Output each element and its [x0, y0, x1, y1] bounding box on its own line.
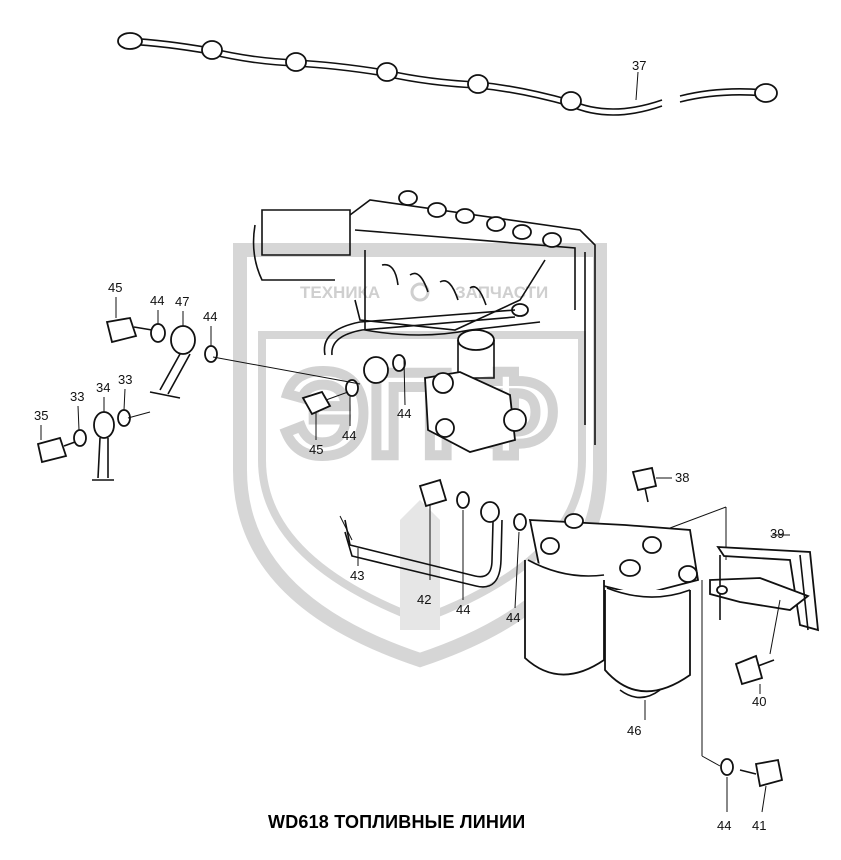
bracket-39: [669, 506, 820, 767]
injection-pump: [252, 190, 596, 453]
callout-37: 37: [632, 58, 646, 73]
callout-47: 47: [175, 294, 189, 309]
banjo-assembly-34: [36, 409, 151, 481]
washer-44-b: [345, 379, 359, 397]
washer-44-pump: [392, 354, 406, 372]
callout-44-pump: 44: [397, 406, 411, 421]
watermark-right-text: ЗАПЧАСТИ: [455, 283, 548, 302]
callout-42: 42: [417, 592, 431, 607]
callout-41: 41: [752, 818, 766, 833]
watermark-left-text: ТЕХНИКА: [300, 283, 380, 302]
bolt-40: [734, 654, 764, 686]
callout-44-mid: 44: [342, 428, 356, 443]
bolt-38: [631, 466, 658, 492]
watermark-wheat-icon: [400, 500, 440, 630]
callout-45-top: 45: [108, 280, 122, 295]
fuel-filter-46: [524, 513, 700, 720]
callout-44-left2: 44: [203, 309, 217, 324]
callout-33-left: 33: [70, 389, 84, 404]
callout-44-pipe: 44: [456, 602, 470, 617]
callout-40: 40: [752, 694, 766, 709]
callout-46: 46: [627, 723, 641, 738]
bolt-45-b: [301, 390, 332, 416]
callout-38: 38: [675, 470, 689, 485]
callout-33-right: 33: [118, 372, 132, 387]
fuel-pipe-43: [339, 478, 527, 588]
bolt-41: [754, 758, 784, 788]
callout-34: 34: [96, 380, 110, 395]
page-title: WD618 ТОПЛИВНЫЕ ЛИНИИ: [268, 812, 525, 832]
harness-37: [117, 32, 778, 116]
callout-44-filter: 44: [506, 610, 520, 625]
callout-44-left1: 44: [150, 293, 164, 308]
callout-35: 35: [34, 408, 48, 423]
washer-44-bottom: [720, 758, 734, 776]
callout-44-bottom: 44: [717, 818, 731, 833]
callout-45-bottom: 45: [309, 442, 323, 457]
callout-39: 39: [770, 526, 784, 541]
callout-43: 43: [350, 568, 364, 583]
